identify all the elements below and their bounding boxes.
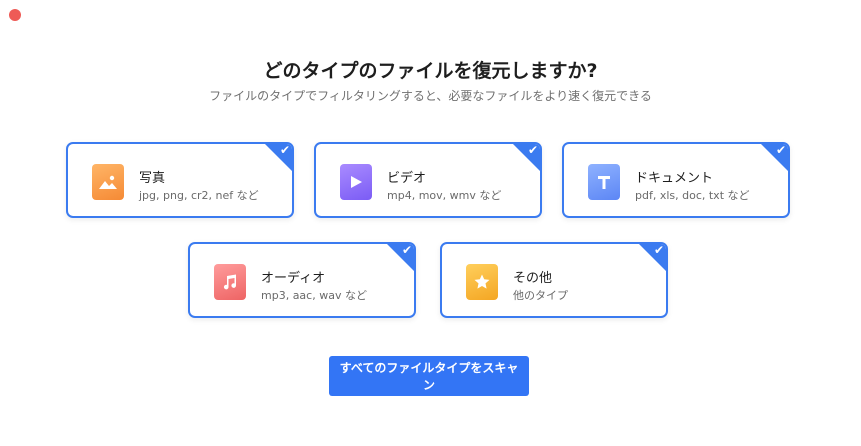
card-title: ビデオ — [387, 171, 427, 186]
card-description: jpg, png, cr2, nef など — [139, 189, 259, 202]
card-title: その他 — [513, 271, 553, 286]
checkmark-icon: ✔ — [527, 143, 538, 157]
page-subtitle: ファイルのタイプでフィルタリングすると、必要なファイルをより速く復元できる — [209, 89, 652, 103]
card-description: pdf, xls, doc, txt など — [635, 189, 750, 202]
checkmark-icon: ✔ — [279, 143, 290, 157]
star-icon — [466, 264, 498, 300]
checkmark-icon: ✔ — [653, 243, 664, 257]
music-note-icon — [214, 264, 246, 300]
card-description: mp3, aac, wav など — [261, 289, 367, 302]
card-title: 写真 — [139, 171, 166, 186]
selected-corner — [639, 244, 666, 271]
file-type-card-document[interactable]: ✔ ドキュメント pdf, xls, doc, txt など — [562, 142, 790, 218]
video-play-icon — [340, 164, 372, 200]
scan-all-types-button[interactable]: すべてのファイルタイプをスキャン — [329, 356, 529, 396]
selected-corner — [387, 244, 414, 271]
checkmark-icon: ✔ — [775, 143, 786, 157]
card-description: 他のタイプ — [513, 289, 568, 302]
file-type-card-video[interactable]: ✔ ビデオ mp4, mov, wmv など — [314, 142, 542, 218]
checkmark-icon: ✔ — [401, 243, 412, 257]
card-description: mp4, mov, wmv など — [387, 189, 502, 202]
document-icon — [588, 164, 620, 200]
file-type-card-audio[interactable]: ✔ オーディオ mp3, aac, wav など — [188, 242, 416, 318]
card-title: オーディオ — [261, 271, 326, 286]
file-type-card-photo[interactable]: ✔ 写真 jpg, png, cr2, nef など — [66, 142, 294, 218]
selected-corner — [761, 144, 788, 171]
selected-corner — [513, 144, 540, 171]
file-type-card-other[interactable]: ✔ その他 他のタイプ — [440, 242, 668, 318]
card-title: ドキュメント — [635, 171, 714, 186]
page-title: どのタイプのファイルを復元しますか? — [263, 60, 598, 82]
selected-corner — [265, 144, 292, 171]
image-icon — [92, 164, 124, 200]
close-window-button[interactable] — [9, 9, 21, 21]
